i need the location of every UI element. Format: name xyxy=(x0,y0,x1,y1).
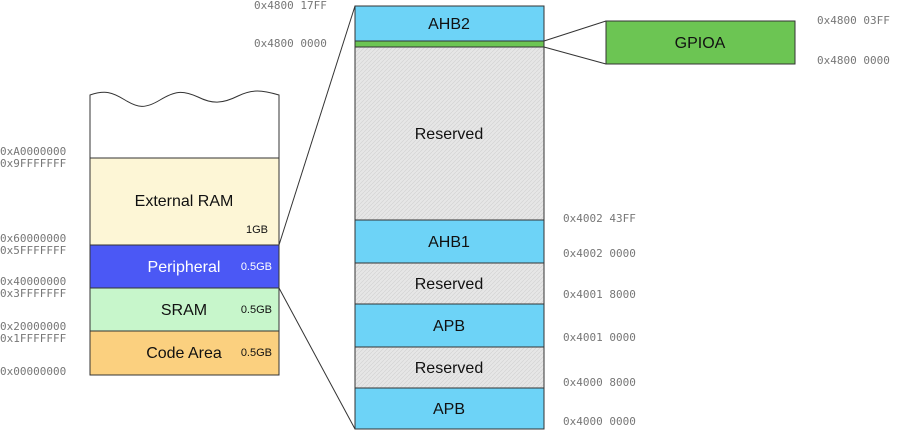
gpioa-detail: GPIOA 0x4800 03FF 0x4800 0000 xyxy=(605,14,890,67)
address-label: 0x60000000 xyxy=(0,232,66,245)
peripheral-map-addresses: 0x4800 17FF 0x4800 0000 0x4002 43FF 0x40… xyxy=(254,0,636,428)
external-ram-size: 1GB xyxy=(246,224,268,236)
code-area-size: 0.5GB xyxy=(241,347,272,359)
zoom-connector-top xyxy=(278,5,356,246)
reserved-block-low xyxy=(354,346,545,389)
reserved-block-top xyxy=(354,46,545,221)
peripheral-label: Peripheral xyxy=(148,259,221,276)
reserved-label: Reserved xyxy=(415,126,483,143)
sram-label: SRAM xyxy=(161,302,207,319)
address-label: 0x9FFFFFFF xyxy=(0,157,66,170)
external-ram-block xyxy=(89,157,280,246)
zoom-connector-bottom xyxy=(278,287,356,430)
gpioa-block xyxy=(605,20,796,65)
external-ram-label: External RAM xyxy=(135,193,234,210)
address-label: 0x1FFFFFFF xyxy=(0,332,66,345)
address-label: 0x4000 8000 xyxy=(563,376,636,389)
code-area-block xyxy=(89,330,280,376)
address-label: 0x4002 0000 xyxy=(563,247,636,260)
gpioa-connector-bottom xyxy=(543,46,607,65)
address-label: 0x4000 0000 xyxy=(563,415,636,428)
memory-map-column: External RAM 1GB Peripheral 0.5GB SRAM 0… xyxy=(89,90,280,376)
address-label: 0x4800 0000 xyxy=(817,54,890,67)
address-label: 0x4800 03FF xyxy=(817,14,890,27)
apb-label: APB xyxy=(433,401,465,418)
ahb2-label: AHB2 xyxy=(428,16,470,33)
gpioa-strip xyxy=(354,40,545,48)
unmapped-region xyxy=(89,90,280,159)
address-label: 0x20000000 xyxy=(0,320,66,333)
address-label: 0x4800 17FF xyxy=(254,0,327,12)
sram-block xyxy=(89,287,280,332)
ahb1-label: AHB1 xyxy=(428,234,470,251)
peripheral-map-column: AHB2 Reserved AHB1 Reserved APB Reserved… xyxy=(354,5,545,430)
address-label: 0x4001 0000 xyxy=(563,331,636,344)
gpioa-connector-top xyxy=(543,20,607,42)
address-label: 0x4800 0000 xyxy=(254,37,327,50)
address-label: 0x4001 8000 xyxy=(563,288,636,301)
apb-label: APB xyxy=(433,318,465,335)
ahb2-block xyxy=(354,5,545,42)
sram-size: 0.5GB xyxy=(241,304,272,316)
address-label: 0xA0000000 xyxy=(0,145,66,158)
address-label: 0x00000000 xyxy=(0,365,66,378)
apb-block-lower xyxy=(354,387,545,430)
peripheral-size: 0.5GB xyxy=(241,261,272,273)
peripheral-block xyxy=(89,244,280,289)
gpioa-label: GPIOA xyxy=(675,35,726,52)
reserved-label: Reserved xyxy=(415,360,483,377)
reserved-label: Reserved xyxy=(415,276,483,293)
reserved-block-mid xyxy=(354,262,545,305)
memory-map-addresses: 0xA0000000 0x9FFFFFFF 0x60000000 0x5FFFF… xyxy=(0,145,66,378)
address-label: 0x4002 43FF xyxy=(563,212,636,225)
apb-block-upper xyxy=(354,303,545,348)
address-label: 0x3FFFFFFF xyxy=(0,287,66,300)
address-label: 0x5FFFFFFF xyxy=(0,244,66,257)
address-label: 0x40000000 xyxy=(0,275,66,288)
code-area-label: Code Area xyxy=(146,345,222,362)
